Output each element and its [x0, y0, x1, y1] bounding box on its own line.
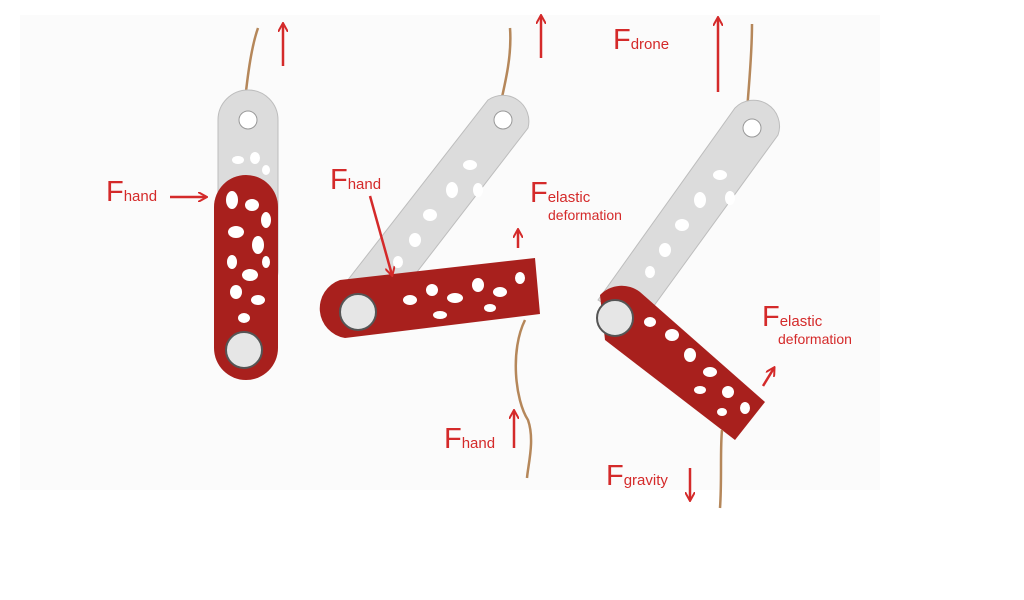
lattice-red-3 — [644, 317, 750, 416]
hole-1 — [238, 110, 258, 130]
hole-2 — [493, 110, 513, 130]
label-f-hand-left: Fhand — [106, 176, 158, 208]
arrow-elastic-right — [761, 368, 774, 387]
string-bottom-3 — [718, 429, 724, 509]
lattice-2 — [393, 160, 483, 268]
label-f-elastic-middle: Felastic deformation — [530, 177, 622, 224]
device-right — [596, 23, 781, 509]
device-closed — [214, 27, 279, 380]
hinge-2 — [339, 293, 377, 331]
lattice-3 — [645, 170, 735, 278]
lattice-red-1 — [226, 191, 271, 323]
label-f-hand-bottom: Fhand — [444, 423, 496, 455]
arrow-hand-middle — [368, 195, 392, 275]
hinge-1 — [225, 331, 263, 369]
label-f-hand-middle: Fhand — [330, 164, 382, 196]
device-middle — [319, 27, 540, 479]
label-f-gravity: Fgravity — [606, 460, 668, 492]
red-arm-3 — [600, 285, 765, 440]
label-f-drone: Fdrone — [613, 24, 670, 56]
lattice-red-2 — [403, 272, 525, 319]
hole-3 — [742, 118, 762, 138]
gray-arm-3 — [597, 99, 781, 326]
label-f-elastic-right: Felastic deformation — [762, 301, 852, 348]
hinge-3 — [596, 299, 634, 337]
gray-arm-2 — [339, 94, 530, 321]
string-bottom-2 — [514, 319, 533, 479]
lattice-1 — [232, 152, 270, 175]
